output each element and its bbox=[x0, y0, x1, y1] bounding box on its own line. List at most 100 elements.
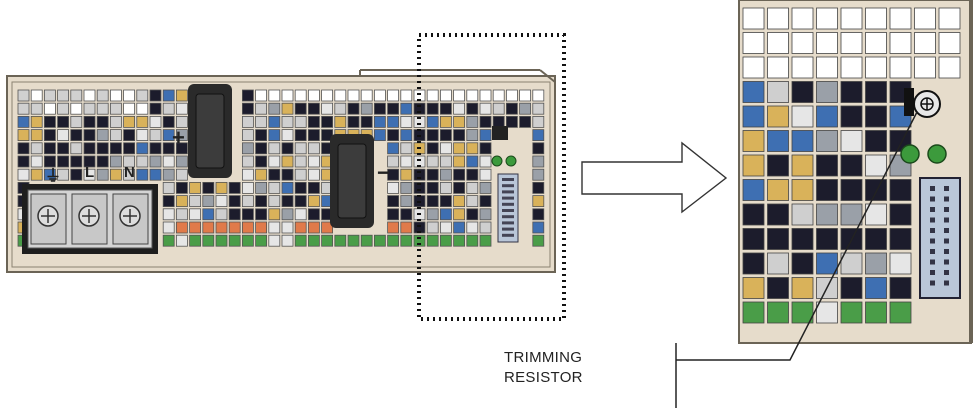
vent-cell bbox=[334, 234, 347, 247]
vent-cell bbox=[307, 168, 320, 181]
vent-cell bbox=[307, 129, 320, 142]
vent-cell bbox=[466, 142, 479, 155]
vent-cell bbox=[96, 168, 109, 181]
vent-cell bbox=[175, 168, 188, 181]
connector-pin bbox=[930, 186, 935, 191]
vent-cell bbox=[241, 168, 254, 181]
negative-polarity-label: − bbox=[377, 160, 390, 185]
vent-cell bbox=[938, 56, 961, 79]
vent-cell bbox=[334, 102, 347, 115]
vent-cell bbox=[215, 181, 228, 194]
vent-cell bbox=[387, 221, 400, 234]
positive-polarity-label: + bbox=[172, 125, 185, 150]
vent-cell bbox=[532, 102, 545, 115]
vent-cell bbox=[816, 203, 838, 226]
vent-cell bbox=[241, 221, 254, 234]
vent-cell bbox=[281, 221, 294, 234]
vent-cell bbox=[532, 129, 545, 142]
vent-cell bbox=[742, 7, 765, 30]
vent-cell bbox=[347, 234, 360, 247]
vent-cell bbox=[123, 142, 135, 155]
vent-cell bbox=[347, 116, 360, 128]
vent-cell bbox=[268, 116, 281, 128]
terminal-screw bbox=[112, 193, 149, 245]
vent-cell bbox=[387, 195, 400, 208]
vent-cell bbox=[30, 168, 43, 181]
vent-cell bbox=[44, 89, 56, 102]
vent-cell bbox=[360, 89, 373, 102]
vent-cell bbox=[294, 129, 307, 142]
vent-cell bbox=[767, 130, 789, 152]
vent-cell bbox=[281, 89, 294, 102]
vent-cell bbox=[294, 116, 307, 128]
connector-pin bbox=[944, 228, 949, 233]
vent-cell bbox=[426, 155, 439, 168]
vent-cell bbox=[162, 116, 175, 128]
vent-cell bbox=[189, 208, 202, 221]
vent-cell bbox=[413, 181, 426, 194]
vent-cell bbox=[202, 234, 215, 247]
vent-cell bbox=[30, 116, 43, 128]
vent-cell bbox=[865, 105, 887, 128]
vent-cell bbox=[466, 221, 479, 234]
vent-cell bbox=[255, 208, 268, 221]
vent-cell bbox=[334, 89, 347, 102]
vent-cell bbox=[400, 195, 413, 208]
vent-cell bbox=[865, 252, 887, 275]
vent-cell bbox=[321, 234, 334, 247]
vent-cell bbox=[268, 155, 281, 168]
connector-pin bbox=[944, 259, 949, 265]
vent-cell bbox=[791, 179, 814, 201]
vent-cell bbox=[255, 102, 268, 115]
connector-pin bbox=[502, 227, 514, 231]
vent-cell bbox=[281, 155, 294, 168]
status-led-icon bbox=[927, 144, 947, 164]
vent-cell bbox=[110, 142, 122, 155]
vent-cell bbox=[865, 81, 887, 103]
vent-cell bbox=[17, 155, 30, 168]
vent-cell bbox=[466, 155, 479, 168]
vent-cell bbox=[742, 252, 765, 275]
vent-cell bbox=[816, 105, 838, 128]
rear-panel-full-view bbox=[6, 33, 566, 321]
vent-cell bbox=[44, 168, 56, 181]
vent-cell bbox=[439, 102, 452, 115]
vent-cell bbox=[321, 221, 334, 234]
vent-cell bbox=[865, 203, 887, 226]
vent-cell bbox=[268, 234, 281, 247]
vent-cell bbox=[767, 154, 789, 177]
vent-cell bbox=[281, 208, 294, 221]
vent-cell bbox=[149, 89, 162, 102]
vent-cell bbox=[791, 32, 814, 54]
vent-cell bbox=[532, 89, 545, 102]
rear-panel-detail-view bbox=[738, 0, 973, 344]
status-led-icon bbox=[491, 155, 503, 167]
vent-cell bbox=[162, 168, 175, 181]
vent-cell bbox=[889, 179, 912, 201]
vent-cell bbox=[479, 221, 492, 234]
vent-cell bbox=[44, 142, 56, 155]
vent-cell bbox=[479, 234, 492, 247]
vent-cell bbox=[400, 102, 413, 115]
vent-cell bbox=[938, 32, 961, 54]
vent-cell bbox=[123, 155, 135, 168]
vent-cell bbox=[840, 154, 863, 177]
vent-cell bbox=[426, 208, 439, 221]
vent-cell bbox=[241, 208, 254, 221]
vent-cell bbox=[162, 234, 175, 247]
vent-cell bbox=[400, 129, 413, 142]
vent-cell bbox=[44, 116, 56, 128]
vent-cell bbox=[17, 102, 30, 115]
vent-cell bbox=[479, 102, 492, 115]
vent-cell bbox=[268, 89, 281, 102]
vent-cell bbox=[439, 116, 452, 128]
vent-cell bbox=[110, 89, 122, 102]
vent-cell bbox=[360, 234, 373, 247]
vent-cell bbox=[149, 155, 162, 168]
callout-leader-line bbox=[676, 111, 918, 361]
vent-cell bbox=[162, 208, 175, 221]
connector-pin bbox=[944, 249, 949, 254]
vent-cell bbox=[453, 89, 466, 102]
vent-cell bbox=[426, 221, 439, 234]
vent-cell bbox=[439, 195, 452, 208]
